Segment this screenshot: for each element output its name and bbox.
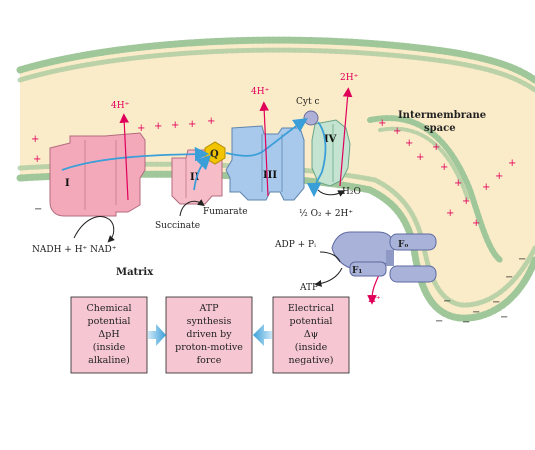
svg-text:Δψ: Δψ [304, 329, 318, 340]
atp-label: ATP [299, 283, 318, 293]
intermembrane-label: Intermembrane [398, 110, 486, 121]
svg-text:Cyt c: Cyt c [296, 97, 320, 107]
svg-text:Electrical: Electrical [288, 303, 334, 314]
svg-text:+: + [482, 182, 490, 193]
complex-2-label: II [190, 172, 200, 183]
svg-text:(inside: (inside [93, 342, 126, 353]
complex-4-label: IV [324, 134, 337, 145]
complex-1-label: I [65, 178, 70, 189]
svg-text:+: + [137, 123, 145, 134]
svg-text:alkaline): alkaline) [88, 355, 130, 366]
proton-label-right: 2H⁺ [340, 73, 359, 83]
svg-text:+: + [207, 116, 215, 127]
intermembrane-label-2: space [424, 123, 456, 134]
fo-label: Fₒ [398, 240, 409, 250]
svg-text:+: + [472, 218, 480, 229]
svg-text:−: − [435, 316, 443, 327]
svg-text:+: + [393, 126, 401, 137]
electron-flow [61, 118, 327, 198]
svg-text:−: − [443, 296, 451, 307]
box-arrows [148, 324, 272, 346]
arrow-to-atp-left [148, 324, 166, 346]
svg-text:ATP: ATP [198, 303, 219, 314]
svg-text:+: + [432, 142, 440, 153]
electrical-potential-box: Electrical potential Δψ (inside negative… [272, 296, 350, 374]
complex-1-body [49, 132, 146, 217]
complex-3-label: III [263, 170, 277, 181]
svg-text:synthesis: synthesis [187, 316, 232, 327]
svg-text:−: − [500, 312, 508, 323]
svg-text:+: + [33, 154, 41, 165]
svg-text:potential: potential [88, 316, 131, 327]
svg-text:+: + [378, 118, 386, 129]
svg-text:ΔpH: ΔpH [98, 329, 119, 340]
svg-text:proton-motive: proton-motive [175, 342, 243, 353]
svg-text:(inside: (inside [295, 342, 328, 353]
charge-signs: + + + + + + + + + + + + + + + + + + + + … [31, 116, 526, 328]
chemical-potential-box: Chemical potential ΔpH (inside alkaline) [70, 296, 148, 374]
h-plus-label: H⁺ [368, 295, 381, 305]
proton-label-left: 4H⁺ [111, 101, 130, 111]
substrate-arrows [73, 189, 346, 243]
svg-text:+: + [462, 196, 470, 207]
svg-text:driven by: driven by [186, 329, 232, 340]
svg-text:+: + [31, 134, 39, 145]
arrow-to-atp-right [253, 324, 272, 346]
membrane-top-heads [16, 36, 535, 84]
svg-text:+: + [154, 121, 162, 132]
svg-text:+: + [495, 171, 503, 182]
complex-4: IV [311, 119, 351, 187]
svg-text:potential: potential [290, 316, 333, 327]
proton-label-middle: 4H⁺ [251, 87, 270, 97]
fumarate-label: Fumarate [203, 207, 248, 217]
atp-synthesis-box: ATP synthesis driven by proton-motive fo… [165, 296, 253, 374]
svg-text:+: + [440, 162, 448, 173]
f1-label: F₁ [352, 266, 362, 276]
atp-synthase: F₁ Fₒ [314, 231, 437, 287]
oxygen-label: ½ O₂ + 2H⁺ [299, 208, 353, 219]
svg-text:−: − [34, 204, 42, 215]
adp-label: ADP + Pᵢ [274, 240, 316, 250]
svg-text:+: + [171, 120, 179, 131]
svg-text:+: + [188, 119, 196, 130]
complex-1: I [49, 132, 146, 217]
svg-text:−: − [472, 307, 480, 318]
succinate-label: Succinate [155, 221, 200, 231]
svg-text:−: − [518, 254, 526, 265]
inner-membrane [16, 36, 535, 322]
svg-text:+: + [454, 178, 462, 189]
svg-text:negative): negative) [288, 355, 333, 366]
complex-3: III [225, 125, 305, 201]
water-label: H₂O [342, 187, 361, 197]
svg-text:+: + [508, 158, 516, 169]
svg-text:Q: Q [210, 149, 219, 160]
svg-text:−: − [505, 272, 513, 283]
svg-text:−: − [492, 297, 500, 308]
nadh-label: NADH + H⁺ NAD⁺ [32, 245, 117, 255]
membrane-band [20, 40, 535, 319]
svg-text:+: + [446, 208, 454, 219]
svg-text:+: + [416, 152, 424, 163]
svg-text:Chemical: Chemical [86, 303, 131, 314]
matrix-label: Matrix [116, 267, 154, 278]
svg-text:+: + [405, 138, 413, 149]
svg-text:−: − [462, 317, 470, 328]
svg-text:force: force [197, 355, 222, 366]
